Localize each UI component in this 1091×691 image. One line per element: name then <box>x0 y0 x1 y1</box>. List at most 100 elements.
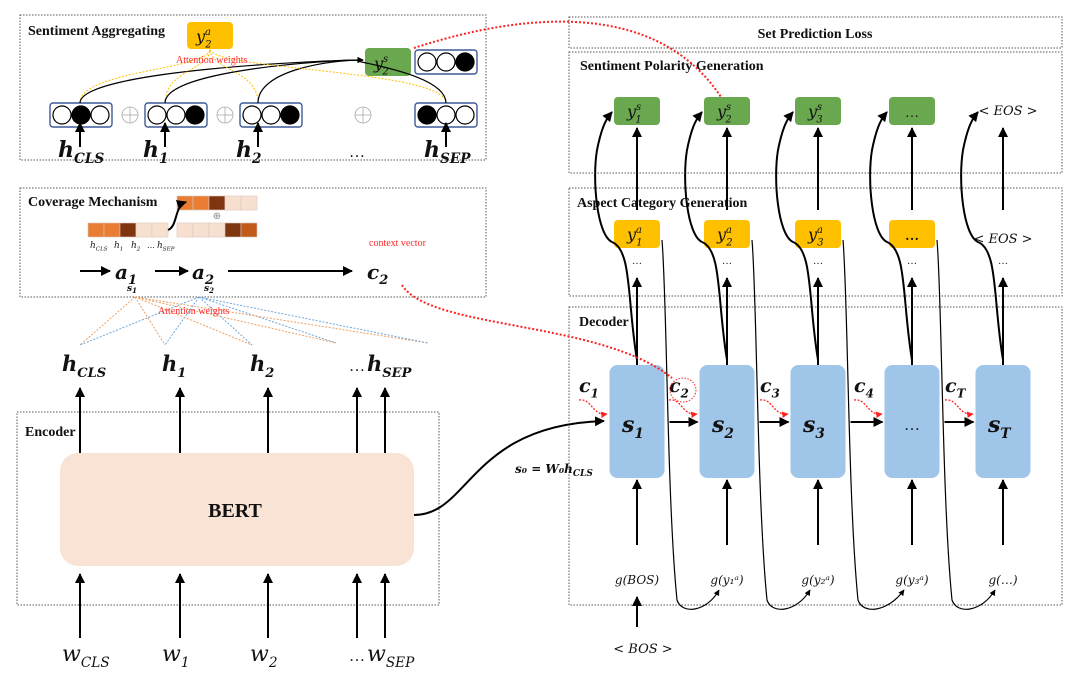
heat-cell <box>176 222 194 238</box>
coverage-mechanism-panel <box>19 187 487 298</box>
empty-cell <box>147 105 167 125</box>
plus-icon <box>216 106 234 124</box>
aspect-output-ellipsis: … <box>905 229 919 244</box>
decoder-state-t: sT <box>987 412 1011 442</box>
decoder-state-3: s3 <box>802 412 825 442</box>
aggregate-line-result <box>164 57 364 104</box>
decoder-state-box <box>790 365 846 478</box>
plus-icon <box>354 106 372 124</box>
context-link-c2 <box>401 284 673 379</box>
aspect-ellipsis: … <box>998 256 1008 267</box>
decoder-input-label: g(y₁ᵃ) <box>710 573 743 587</box>
encoder-title: Encoder <box>25 425 76 440</box>
heat-cell <box>224 222 242 238</box>
heat-label: hCLS <box>90 241 108 253</box>
input-token-2: w2 <box>250 642 278 671</box>
context-2: c2 <box>669 375 689 400</box>
bert-block <box>60 453 414 566</box>
decoder-input-label: g(y₃ᵃ) <box>895 573 928 587</box>
encoder-panel <box>16 411 440 606</box>
attention-line-s2 <box>198 296 337 344</box>
heat-label: h2 <box>131 241 141 253</box>
sentiment-result-vector <box>414 49 478 75</box>
aggregate-ellipsis: … <box>349 144 365 161</box>
aggregate-line-result <box>356 57 447 104</box>
context-vector-label: context vector <box>369 238 427 249</box>
skip-connection-curve <box>960 111 1004 361</box>
heat-cell <box>135 222 153 238</box>
empty-cell <box>52 105 72 125</box>
attention-line-s1 <box>134 296 166 346</box>
heat-cell <box>87 222 105 238</box>
filled-cell <box>280 105 300 125</box>
coverage-carry-arrow <box>167 200 187 231</box>
context-vector-c2: c2 <box>367 260 388 288</box>
bert-label: BERT <box>208 500 262 522</box>
aspect-category-panel <box>568 187 1063 297</box>
hidden-vector-1 <box>144 102 208 128</box>
empty-cell <box>261 105 281 125</box>
decoder-state-1: s1 <box>621 412 644 442</box>
coverage-heat-accumulated <box>176 195 258 211</box>
filled-cell <box>185 105 205 125</box>
decoder-panel <box>568 306 1063 606</box>
aspect-ellipsis: … <box>813 256 823 267</box>
sentiment-result-box <box>365 48 411 76</box>
decoder-state-ellipsis: … <box>904 417 920 434</box>
aspect-eos-label: < EOS > <box>973 232 1032 247</box>
heat-label-ellipsis: … <box>147 241 155 250</box>
input-token-ellipsis: … <box>349 648 365 665</box>
context-flow-arrow <box>944 399 974 418</box>
aggregate-hidden-label: h1 <box>143 137 168 167</box>
heat-cell <box>240 195 258 211</box>
aspect-output-box <box>795 220 841 248</box>
aspect-output-box <box>889 220 935 248</box>
attention-line-s1 <box>134 296 429 344</box>
aggregate-hidden-label: hSEP <box>424 137 471 167</box>
polarity-output-box <box>704 97 750 125</box>
decoder-state-box <box>975 365 1031 478</box>
empty-cell <box>436 105 456 125</box>
attention-line-s2 <box>198 296 253 346</box>
context-1: c1 <box>579 375 599 400</box>
skip-connection-curve <box>594 111 638 361</box>
skip-connection-curve <box>775 111 819 361</box>
aspect-output-box <box>704 220 750 248</box>
decoder-state-2: s2 <box>711 412 734 442</box>
heat-cell <box>119 222 137 238</box>
context-3: c3 <box>760 375 780 400</box>
heat-cell <box>208 222 226 238</box>
coverage-heat-current <box>87 222 169 238</box>
hidden-state-2: h2 <box>250 351 274 381</box>
coverage-step-a2: a2 <box>192 260 214 288</box>
bos-token-label: < BOS > <box>613 642 672 657</box>
hidden-state-1: h1 <box>162 351 186 381</box>
feedback-curve <box>751 239 811 610</box>
aggregate-hidden-label: hCLS <box>58 137 104 167</box>
aspect-category-title: Aspect Category Generation <box>577 196 748 211</box>
heat-cell <box>151 222 169 238</box>
set-prediction-loss-panel <box>568 16 1063 49</box>
coverage-step-a1: a1 <box>115 260 137 288</box>
query-aspect-box <box>187 22 233 49</box>
polarity-output-ellipsis: … <box>905 106 919 121</box>
aggregate-line-result <box>79 57 364 104</box>
decoder-state-box <box>609 365 665 478</box>
empty-cell <box>242 105 262 125</box>
context-flow-arrow <box>668 399 698 418</box>
context-t: cT <box>945 375 967 400</box>
aggregate-line-result <box>257 57 364 104</box>
input-token-1: w1 <box>162 642 190 671</box>
initial-state-arrow <box>413 416 605 516</box>
empty-cell <box>166 105 186 125</box>
filled-cell <box>71 105 91 125</box>
coverage-heat-new <box>176 222 258 238</box>
polarity-output-box <box>889 97 935 125</box>
